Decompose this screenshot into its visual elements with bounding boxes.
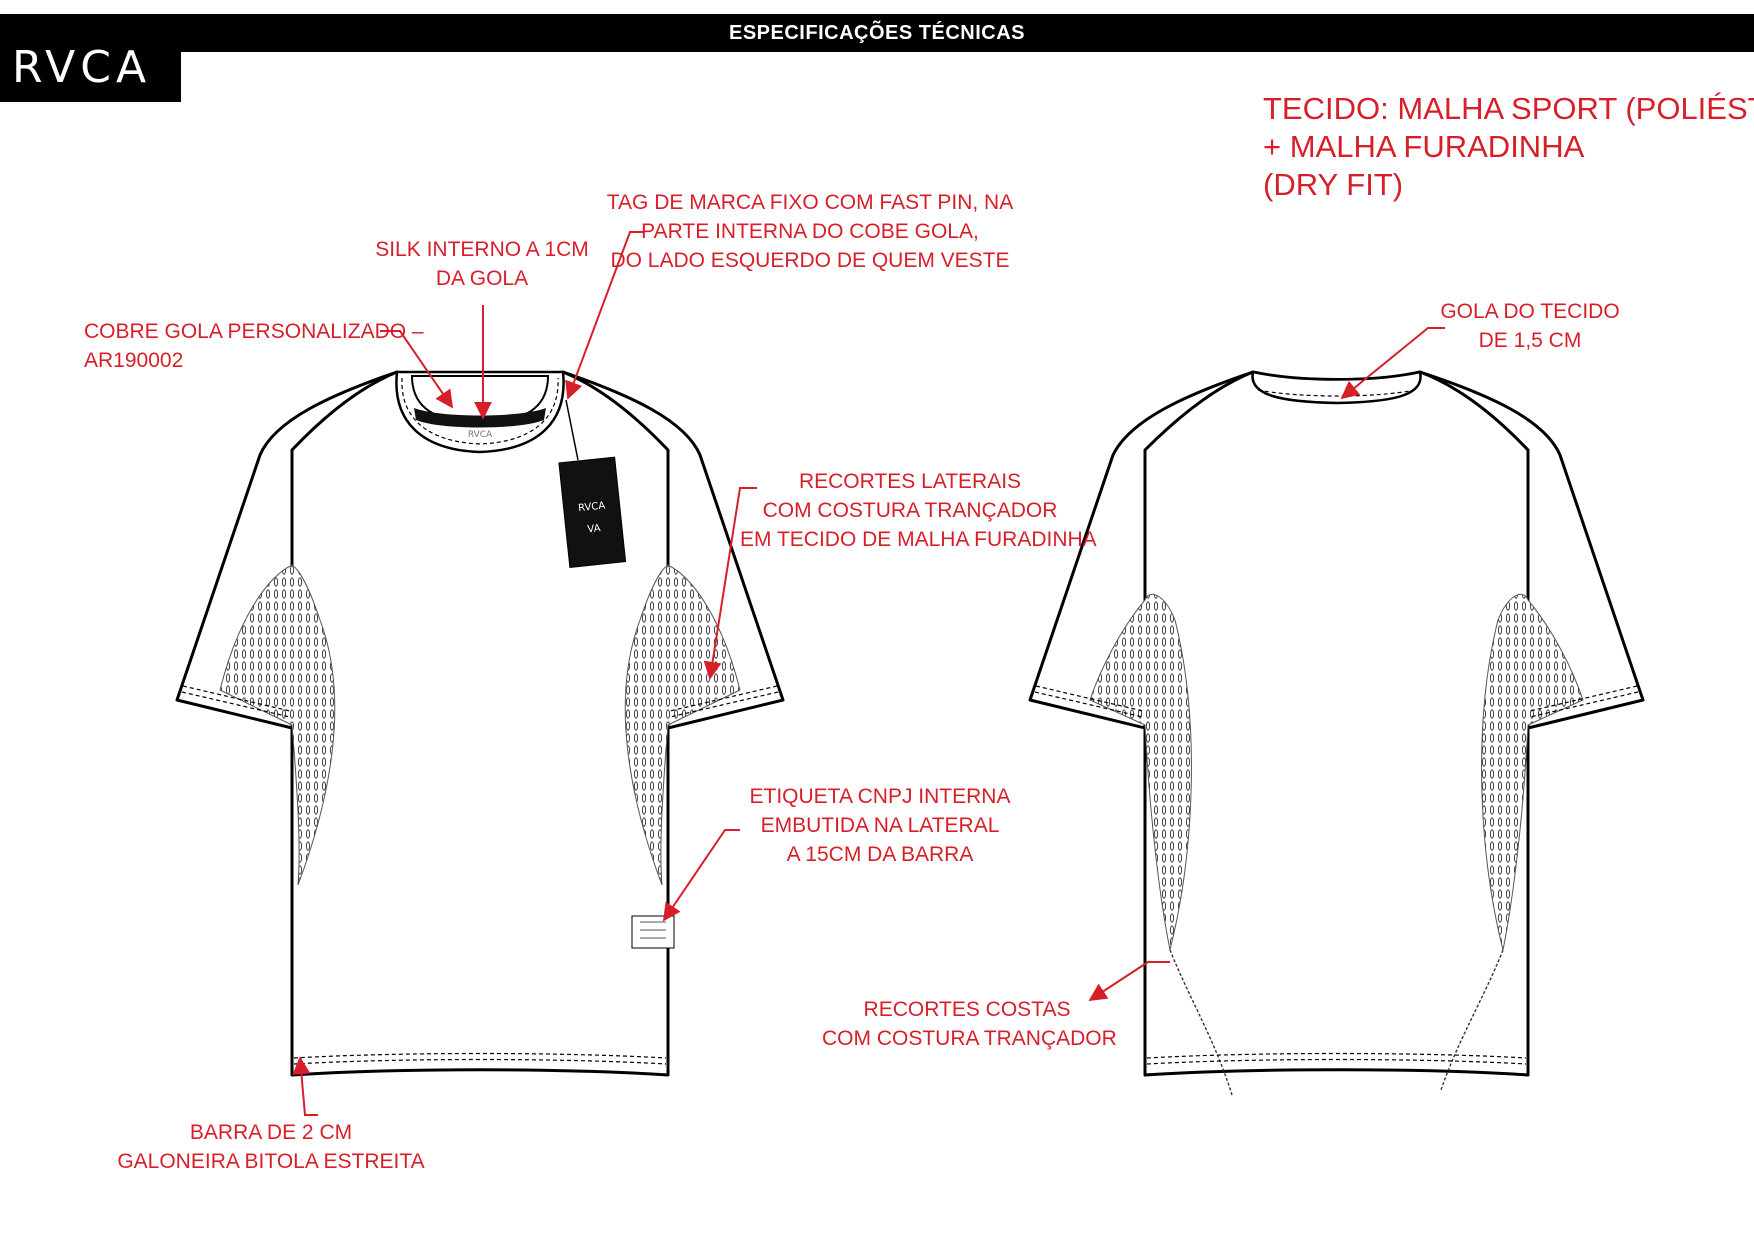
note-inner-silk: SILK INTERNO A 1CM DA GOLA bbox=[362, 235, 602, 293]
note-back-panels: RECORTES COSTAS COM COSTURA TRANÇADOR bbox=[822, 995, 1117, 1053]
front-hem-stitch bbox=[293, 1052, 667, 1059]
note-line: COM COSTURA TRANÇADOR bbox=[762, 499, 1058, 522]
note-collar-cover: COBRE GOLA PERSONALIZADO – AR190002 bbox=[84, 317, 424, 375]
back-left-sleeve-stitch-2 bbox=[1034, 691, 1144, 718]
back-right-sleeve-stitch bbox=[1529, 685, 1638, 712]
header-bar bbox=[0, 14, 1754, 52]
front-right-sleeve-stitch bbox=[669, 685, 778, 712]
front-right-mesh-panel bbox=[624, 564, 741, 886]
front-right-sleeve bbox=[561, 370, 785, 730]
leader-side-panels bbox=[703, 487, 757, 680]
front-collar-inner bbox=[410, 374, 550, 425]
note-line: DE 1,5 CM bbox=[1478, 329, 1582, 352]
fabric-note-line: (DRY FIT) bbox=[1263, 167, 1404, 202]
back-hem-stitch bbox=[1146, 1052, 1527, 1059]
note-line: COM COSTURA TRANÇADOR bbox=[822, 1027, 1117, 1050]
annotation-leaders bbox=[292, 231, 1445, 1116]
back-right-seam bbox=[1440, 949, 1504, 1091]
back-hem-stitch-2 bbox=[1146, 1058, 1527, 1065]
front-left-mesh-panel bbox=[219, 564, 336, 886]
hang-tag-mark: VA bbox=[587, 523, 601, 535]
cnpj-label bbox=[631, 915, 675, 949]
back-left-mesh-panel bbox=[1089, 593, 1192, 951]
note-line: ETIQUETA CNPJ INTERNA bbox=[749, 785, 1011, 808]
back-left-sleeve bbox=[1028, 370, 1255, 730]
brand-logo: RVCA bbox=[0, 14, 181, 102]
back-collar-stitch bbox=[1257, 389, 1416, 397]
back-tshirt bbox=[1028, 370, 1645, 1096]
note-line: GOLA DO TECIDO bbox=[1440, 300, 1620, 323]
hang-tag-pin bbox=[565, 399, 579, 461]
note-line: BARRA DE 2 CM bbox=[189, 1121, 353, 1144]
back-left-seam bbox=[1169, 949, 1233, 1096]
note-line: TAG DE MARCA FIXO COM FAST PIN, NA bbox=[606, 191, 1014, 214]
hang-tag: RVCA VA bbox=[558, 456, 627, 568]
leader-back-collar bbox=[1340, 327, 1445, 400]
front-left-sleeve-stitch-2 bbox=[181, 691, 291, 718]
note-side-panels: RECORTES LATERAIS COM COSTURA TRANÇADOR … bbox=[740, 467, 1097, 554]
front-left-sleeve-stitch bbox=[182, 685, 291, 712]
note-line: DO LADO ESQUERDO DE QUEM VESTE bbox=[610, 249, 1010, 272]
leader-hem bbox=[292, 1056, 318, 1116]
hang-tag-brand: RVCA bbox=[578, 500, 606, 514]
leader-cnpj-label bbox=[662, 829, 740, 922]
note-line: PARTE INTERNA DO COBE GOLA, bbox=[641, 220, 979, 243]
back-collar bbox=[1251, 370, 1422, 405]
front-collar-stitch bbox=[401, 377, 559, 445]
note-back-collar: GOLA DO TECIDO DE 1,5 CM bbox=[1420, 297, 1640, 355]
note-line: EM TECIDO DE MALHA FURADINHA bbox=[740, 528, 1097, 551]
back-right-sleeve-stitch-2 bbox=[1529, 691, 1639, 718]
back-body bbox=[1143, 370, 1530, 1077]
page-title: ESPECIFICAÇÕES TÉCNICAS bbox=[729, 22, 1025, 44]
fabric-note-line: TECIDO: MALHA SPORT (POLIÉSTER) bbox=[1263, 91, 1754, 126]
fabric-note-line: + MALHA FURADINHA bbox=[1263, 129, 1585, 164]
brand-logo-text: RVCA bbox=[12, 42, 152, 93]
note-line: SILK INTERNO A 1CM bbox=[375, 238, 589, 261]
back-right-mesh-panel bbox=[1481, 593, 1584, 951]
leader-back-panels bbox=[1088, 961, 1170, 1001]
fabric-note: TECIDO: MALHA SPORT (POLIÉSTER) + MALHA … bbox=[1263, 90, 1754, 204]
note-line: DA GOLA bbox=[435, 267, 529, 290]
back-left-sleeve-stitch bbox=[1035, 685, 1144, 712]
back-right-sleeve bbox=[1418, 370, 1645, 730]
front-right-sleeve-stitch-2 bbox=[669, 691, 779, 718]
front-left-sleeve bbox=[175, 370, 399, 730]
note-line: EMBUTIDA NA LATERAL bbox=[760, 814, 1000, 837]
note-line: COBRE GOLA PERSONALIZADO – bbox=[84, 320, 424, 343]
front-hem-stitch-2 bbox=[293, 1058, 667, 1065]
note-brand-tag: TAG DE MARCA FIXO COM FAST PIN, NA PARTE… bbox=[600, 188, 1020, 275]
note-line: A 15CM DA BARRA bbox=[786, 843, 974, 866]
note-cnpj-label: ETIQUETA CNPJ INTERNA EMBUTIDA NA LATERA… bbox=[735, 782, 1025, 869]
neck-label-text: RVCA bbox=[468, 430, 493, 440]
note-hem: BARRA DE 2 CM GALONEIRA BITOLA ESTREITA bbox=[116, 1118, 426, 1176]
front-tshirt: RVCA RVCA VA bbox=[175, 370, 785, 1077]
note-line: AR190002 bbox=[84, 349, 184, 372]
note-line: GALONEIRA BITOLA ESTREITA bbox=[117, 1150, 425, 1173]
note-line: RECORTES COSTAS bbox=[863, 998, 1071, 1021]
leader-brand-tag bbox=[565, 231, 645, 400]
note-line: RECORTES LATERAIS bbox=[798, 470, 1022, 493]
leader-collar-cover bbox=[380, 330, 454, 409]
